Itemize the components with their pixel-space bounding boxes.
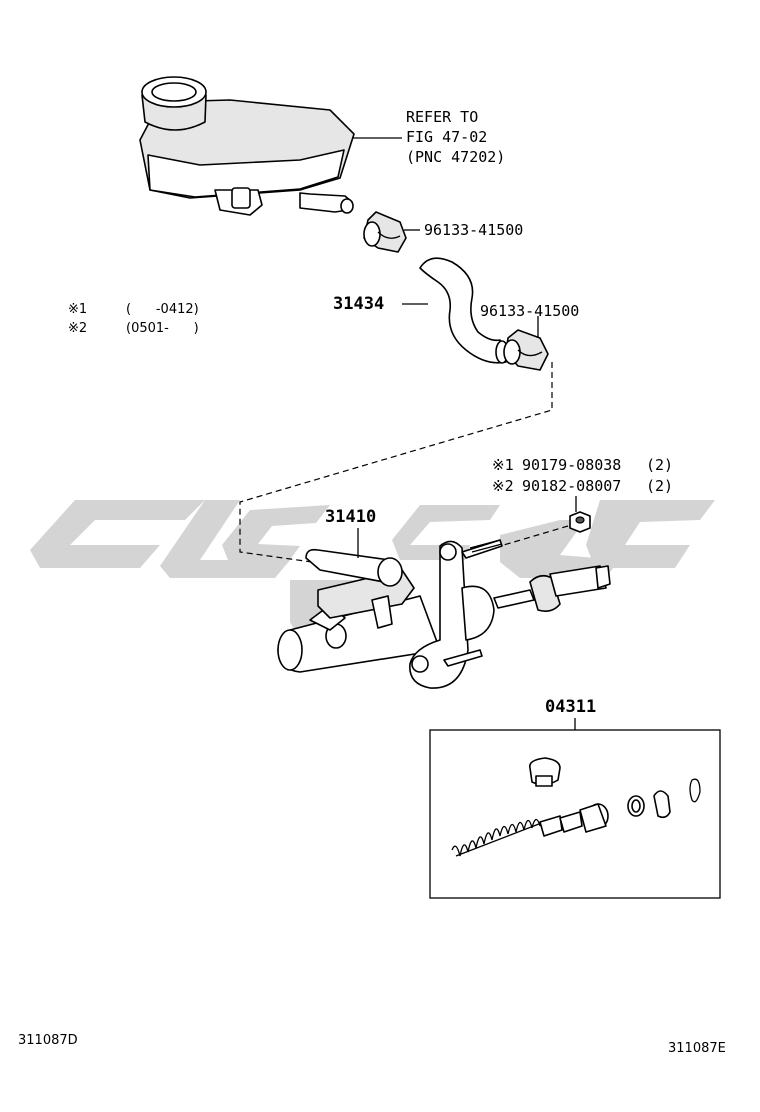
nut-part-no-2: 90182-08007 <box>522 477 621 495</box>
nut-mark-1: ※1 <box>492 456 514 474</box>
legend-range-2: (0501- ) <box>126 321 199 336</box>
nut-part-no-1: 90179-08038 <box>522 456 621 474</box>
reservoir-ref-line2: FIG 47-02 <box>406 128 487 146</box>
repair-kit-part-no: 04311 <box>545 697 596 717</box>
clip-upper-part-no: 96133-41500 <box>424 221 523 239</box>
nut <box>569 511 591 533</box>
reservoir-ref-line3: (PNC 47202) <box>406 148 505 166</box>
nut-mark-2: ※2 <box>492 477 514 495</box>
hose-part-no: 31434 <box>333 294 384 314</box>
hose-clip-lower <box>503 329 549 371</box>
footer-right-code: 311087E <box>668 1041 726 1056</box>
repair-kit-contents <box>451 757 701 857</box>
connection-dash-line <box>239 362 553 563</box>
nut-qty-2: (2) <box>646 477 673 495</box>
legend-mark-2: ※2 <box>68 321 87 336</box>
reservoir-ref-line1: REFER TO <box>406 108 478 126</box>
legend-mark-1: ※1 <box>68 302 87 317</box>
spring <box>451 818 545 857</box>
master-cylinder-part-no: 31410 <box>325 507 376 527</box>
nut-dash-line <box>479 525 569 553</box>
reservoir-cap <box>141 76 207 131</box>
nut-qty-1: (2) <box>646 456 673 474</box>
clip-lower-part-no: 96133-41500 <box>480 302 579 320</box>
legend-range-1: ( -0412) <box>126 302 199 317</box>
footer-left-code: 311087D <box>18 1033 78 1048</box>
master-cylinder <box>277 539 611 689</box>
hose-clip-upper <box>363 211 407 253</box>
repair-kit-box <box>429 729 721 899</box>
